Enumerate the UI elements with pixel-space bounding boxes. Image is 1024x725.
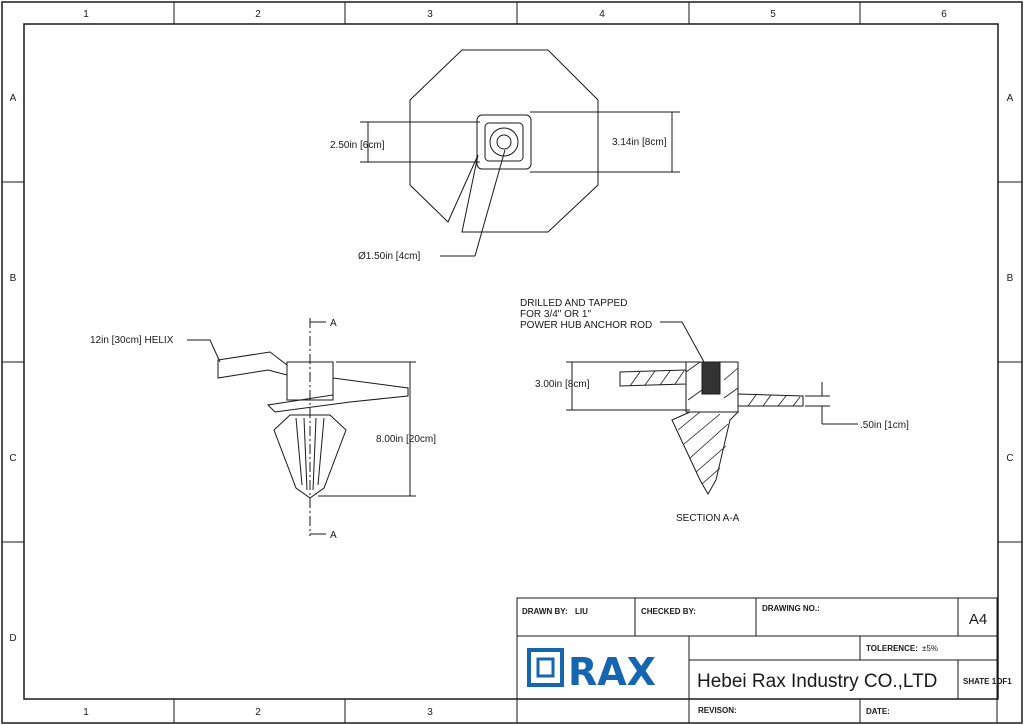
logo-wordmark: RAX xyxy=(568,650,656,694)
col-label-3: 3 xyxy=(427,9,433,20)
section-title: SECTION A-A xyxy=(676,513,740,524)
front-view xyxy=(187,318,416,536)
hub-square-outer xyxy=(476,114,532,170)
section-helix-left xyxy=(619,369,687,387)
tolerance-value: ±5% xyxy=(922,644,938,653)
tapped-hole xyxy=(701,361,721,395)
row-label-c-right: C xyxy=(1006,453,1013,464)
row-label-b-right: B xyxy=(1007,273,1014,284)
row-label-c-left: C xyxy=(9,453,16,464)
section-helix-right xyxy=(737,393,804,407)
sheet-number: SHATE 1OF1 xyxy=(963,677,1012,686)
hub-bore-outer xyxy=(489,127,519,157)
helix-plate-outline xyxy=(409,49,599,233)
col-label-5: 5 xyxy=(770,9,776,20)
section-tip xyxy=(671,411,740,496)
section-dim-thickness: .50in [1cm] xyxy=(860,420,909,431)
row-label-a-right: A xyxy=(1007,93,1014,104)
drawing-no-label: DRAWING NO.: xyxy=(762,604,820,613)
col-label-4: 4 xyxy=(599,9,605,20)
front-helix-label: 12in [30cm] HELIX xyxy=(90,335,174,346)
hub-bore-inner xyxy=(496,134,512,150)
front-helix-left xyxy=(217,351,288,379)
checked-by-label: CHECKED BY: xyxy=(641,607,696,616)
drawn-by-label: DRAWN BY: xyxy=(522,607,568,616)
company-name: Hebei Rax Industry CO.,LTD xyxy=(697,671,937,692)
col-label-bottom-3: 3 xyxy=(427,707,433,718)
col-label-2: 2 xyxy=(255,9,261,20)
revision-label: REVISON: xyxy=(698,706,737,715)
date-label: DATE: xyxy=(866,707,890,716)
top-view xyxy=(360,49,680,257)
top-dim-left: 2.50in [6cm] xyxy=(330,140,385,151)
section-note-line-1: DRILLED AND TAPPED xyxy=(520,298,627,309)
front-dim-height: 8.00in [20cm] xyxy=(376,434,436,445)
rax-logo: RAX xyxy=(527,648,656,694)
hub-square-inner xyxy=(484,122,524,162)
section-hatching xyxy=(629,361,801,485)
col-label-bottom-1: 1 xyxy=(83,707,89,718)
top-dim-diameter: Ø1.50in [4cm] xyxy=(358,251,420,262)
section-note-line-2: FOR 3/4" OR 1" xyxy=(520,309,591,320)
section-marker-top: A xyxy=(330,318,337,329)
drawn-by-value: LIU xyxy=(575,607,588,616)
section-dim-height: 3.00in [8cm] xyxy=(535,379,590,390)
title-block xyxy=(516,597,998,724)
col-label-1: 1 xyxy=(83,9,89,20)
col-label-bottom-2: 2 xyxy=(255,707,261,718)
logo-mark-inner xyxy=(536,657,555,678)
front-helix-right xyxy=(266,377,409,413)
section-marker-bottom: A xyxy=(330,530,337,541)
front-tip xyxy=(273,414,347,499)
col-label-6: 6 xyxy=(941,9,947,20)
logo-mark-outer xyxy=(527,648,564,687)
top-dim-right: 3.14in [8cm] xyxy=(612,137,667,148)
row-label-b-left: B xyxy=(10,273,17,284)
section-note-line-3: POWER HUB ANCHOR ROD xyxy=(520,320,652,331)
sheet-size: A4 xyxy=(969,611,987,628)
section-view xyxy=(566,321,858,496)
tolerance-label: TOLERENCE: xyxy=(866,644,918,653)
row-label-d-left: D xyxy=(9,633,16,644)
row-label-a-left: A xyxy=(10,93,17,104)
